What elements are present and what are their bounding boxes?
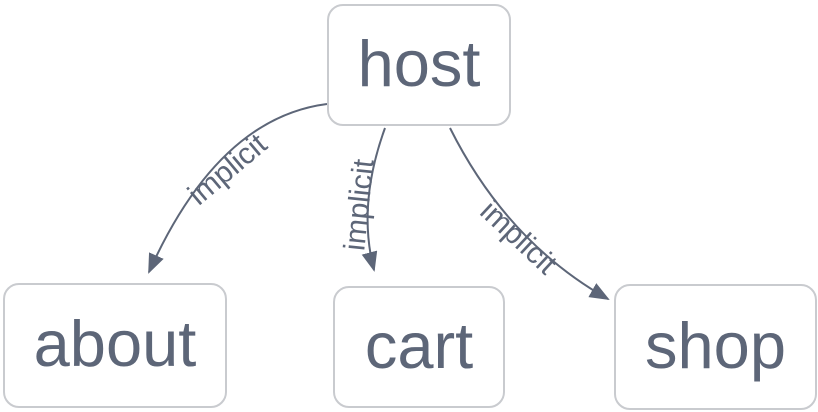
edge-label-host-shop: implicit bbox=[473, 194, 564, 281]
node-cart: cart bbox=[333, 286, 505, 408]
edge-label-host-cart: implicit bbox=[338, 157, 381, 253]
edge-host-about bbox=[148, 103, 328, 274]
node-cart-label: cart bbox=[364, 308, 474, 382]
edge-host-shop bbox=[449, 127, 610, 300]
edge-label-host-about: implicit bbox=[181, 127, 274, 212]
node-host: host bbox=[327, 4, 511, 126]
edge-host-cart bbox=[361, 127, 386, 272]
node-host-label: host bbox=[357, 26, 481, 100]
node-shop: shop bbox=[614, 284, 817, 410]
node-about-label: about bbox=[33, 307, 197, 380]
node-shop-label: shop bbox=[645, 308, 786, 382]
node-about: about bbox=[3, 283, 227, 408]
